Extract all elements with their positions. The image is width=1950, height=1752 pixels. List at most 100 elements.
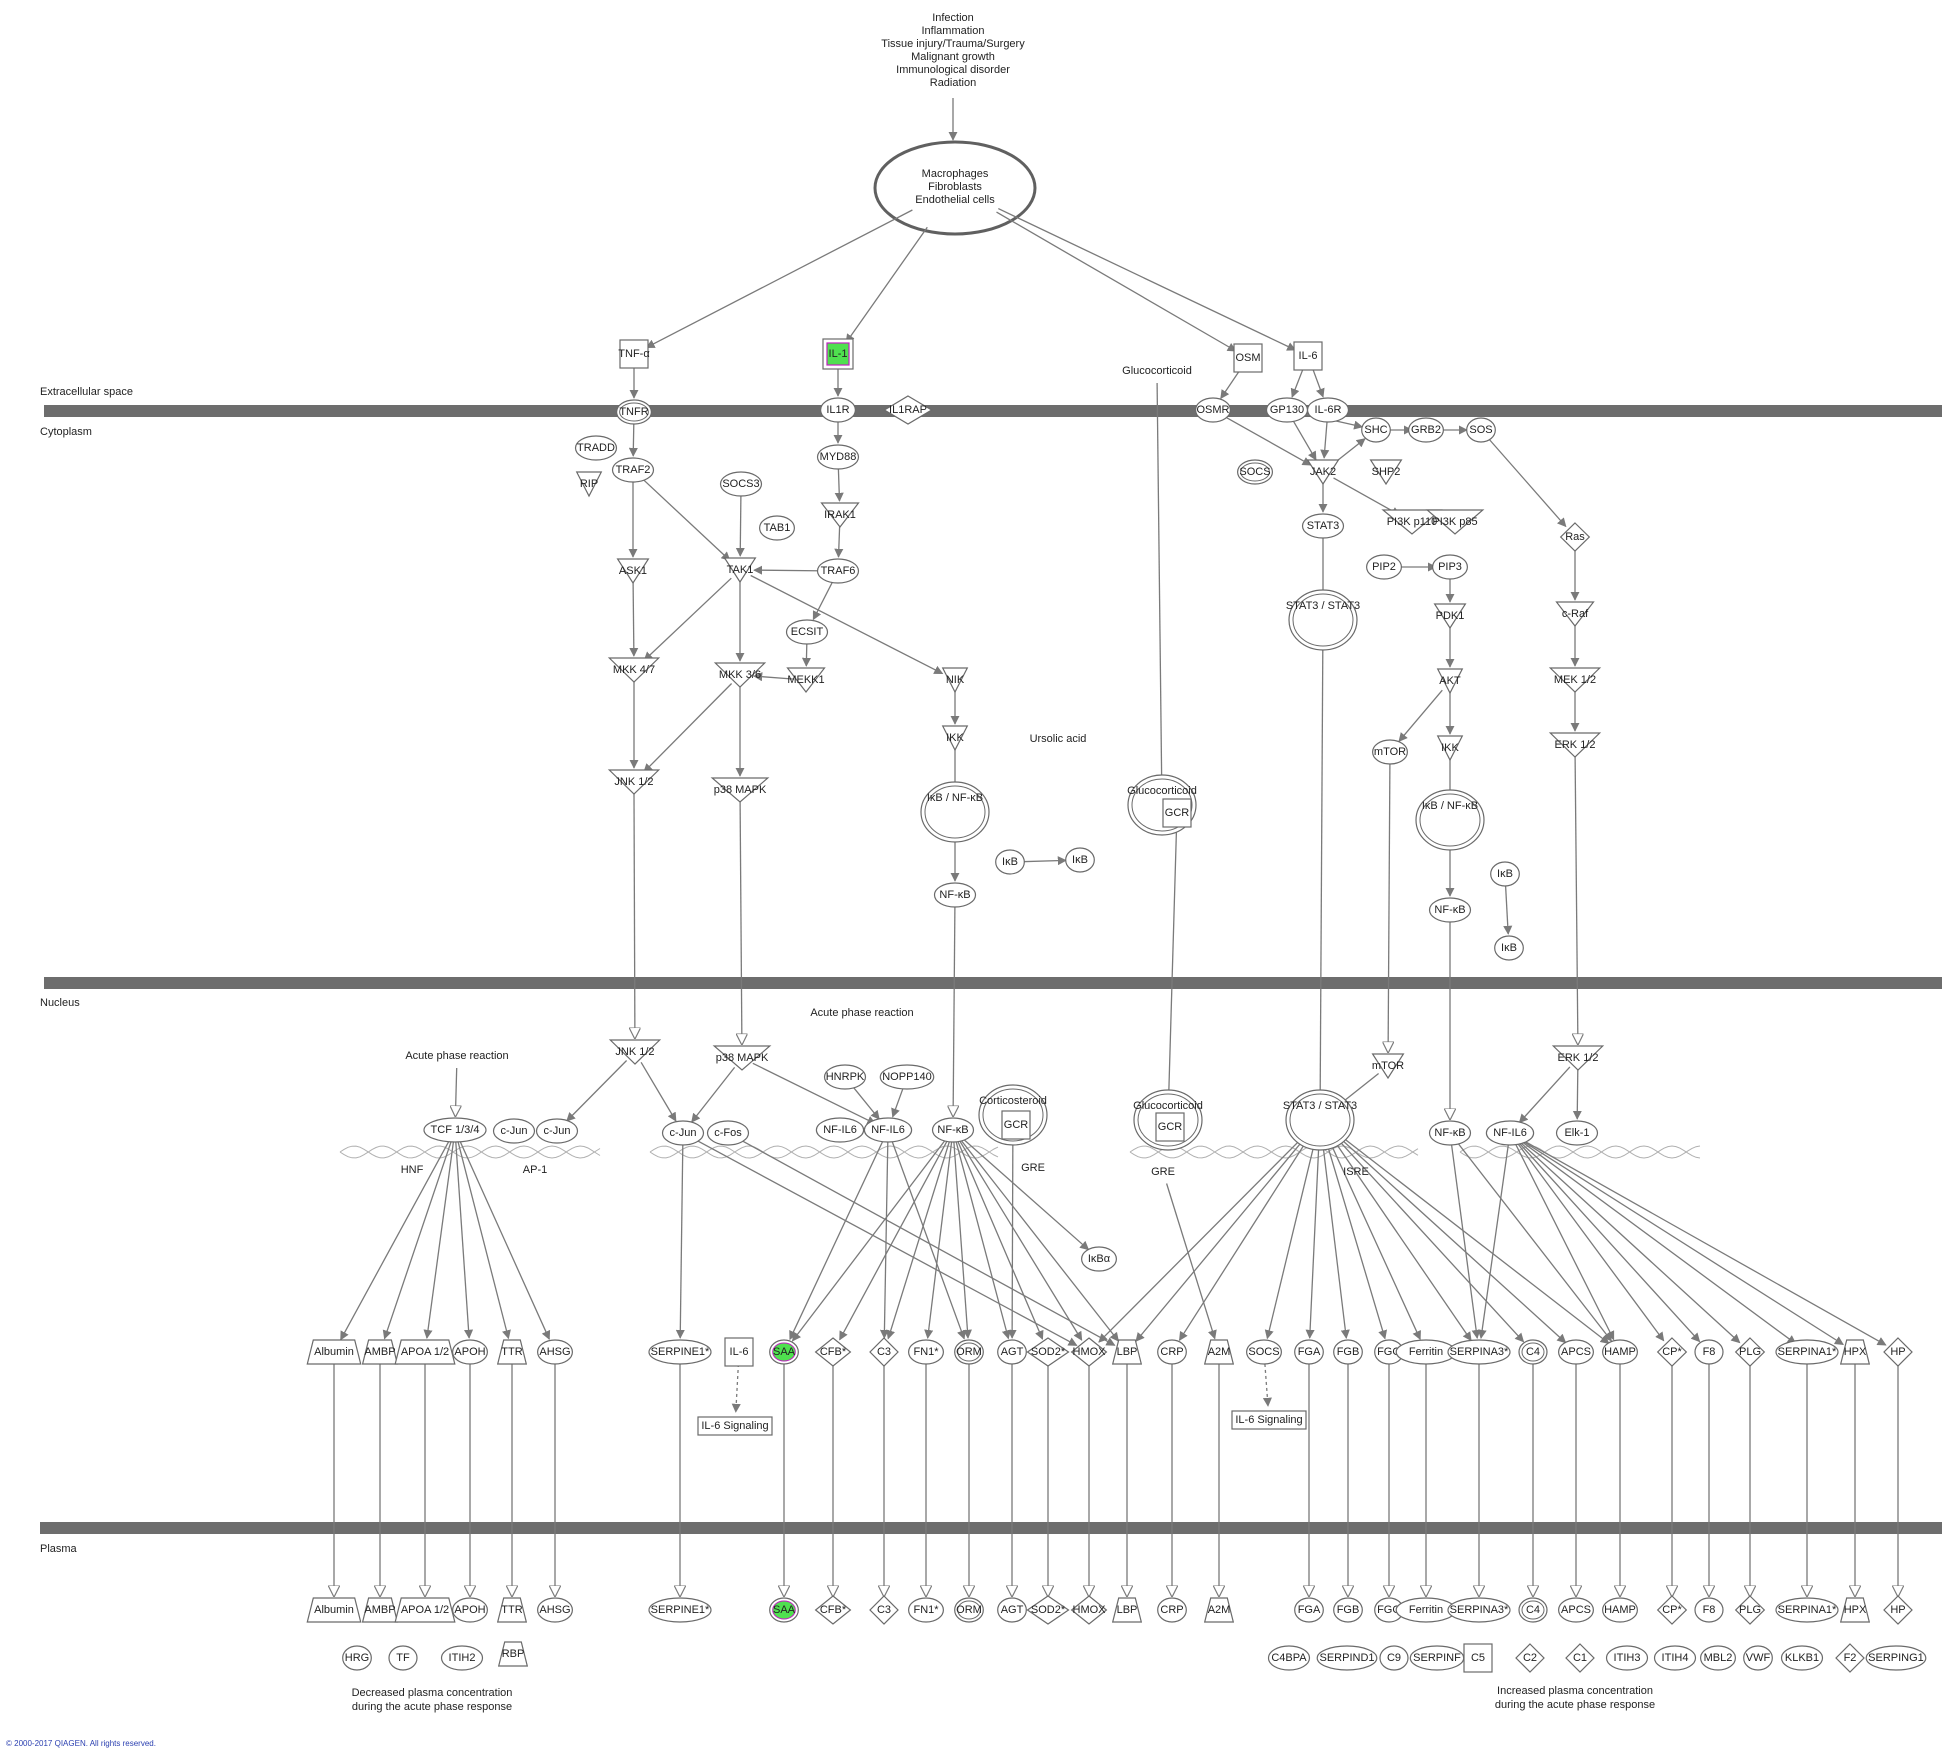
node-ikb-nfkb-left[interactable]: IκB / NF-κB bbox=[920, 781, 990, 843]
node-p-apoa[interactable]: APOA 1/2 bbox=[394, 1597, 456, 1623]
node-p-c9[interactable]: C9 bbox=[1379, 1645, 1409, 1671]
node-g-hpx[interactable]: HPX bbox=[1839, 1339, 1871, 1365]
node-ask1[interactable]: ASK1 bbox=[616, 558, 650, 585]
node-g-fn1[interactable]: FN1* bbox=[907, 1339, 944, 1365]
node-p-c5[interactable]: C5 bbox=[1463, 1643, 1493, 1673]
node-p-lbp[interactable]: LBP bbox=[1111, 1597, 1143, 1623]
node-tcf[interactable]: TCF 1/3/4 bbox=[423, 1117, 487, 1143]
node-gre-mid[interactable]: GRE bbox=[1021, 1162, 1045, 1174]
node-ras[interactable]: Ras bbox=[1559, 522, 1591, 552]
node-p-cfb[interactable]: CFB* bbox=[814, 1595, 852, 1625]
node-g-fgg[interactable]: FGG bbox=[1374, 1339, 1404, 1365]
node-g-orm[interactable]: ORM bbox=[954, 1339, 984, 1365]
node-stat3-dimer-cyto[interactable]: STAT3 / STAT3 bbox=[1286, 589, 1360, 651]
node-ikb-deg-left[interactable]: IκB bbox=[1065, 847, 1095, 873]
node-g-il6[interactable]: IL-6 bbox=[724, 1337, 754, 1367]
node-nopp140[interactable]: NOPP140 bbox=[879, 1064, 935, 1090]
node-gre-right[interactable]: GRE bbox=[1151, 1166, 1175, 1178]
node-pip2[interactable]: PIP2 bbox=[1365, 554, 1402, 580]
node-g-serpina1[interactable]: SERPINA1* bbox=[1775, 1339, 1839, 1365]
node-mek12[interactable]: MEK 1/2 bbox=[1548, 667, 1602, 693]
node-p-orm[interactable]: ORM bbox=[954, 1597, 984, 1623]
node-g-c3[interactable]: C3 bbox=[869, 1337, 899, 1367]
node-nfkb-nuc-left[interactable]: NF-κB bbox=[931, 1117, 975, 1143]
node-p-klkb1[interactable]: KLKB1 bbox=[1780, 1645, 1824, 1671]
node-nik[interactable]: NIK bbox=[941, 667, 969, 694]
node-akt[interactable]: AKT bbox=[1436, 668, 1464, 695]
node-g-apcs[interactable]: APCS bbox=[1557, 1339, 1594, 1365]
node-p-fgb[interactable]: FGB bbox=[1333, 1597, 1363, 1623]
node-pip3[interactable]: PIP3 bbox=[1431, 554, 1468, 580]
node-p-hmox[interactable]: HMOX bbox=[1070, 1595, 1108, 1625]
node-erk-nuc[interactable]: ERK 1/2 bbox=[1551, 1045, 1605, 1071]
node-gcr-cyto[interactable]: GCR bbox=[1162, 798, 1192, 828]
node-gp130[interactable]: GP130 bbox=[1265, 397, 1309, 423]
node-p38-nuc[interactable]: p38 MAPK bbox=[712, 1045, 772, 1071]
node-g-albumin[interactable]: Albumin bbox=[306, 1339, 362, 1365]
node-p38-cyto[interactable]: p38 MAPK bbox=[710, 777, 770, 803]
node-p-c3[interactable]: C3 bbox=[869, 1595, 899, 1625]
node-jak2[interactable]: JAK2 bbox=[1306, 459, 1340, 486]
node-ikb-deg-right[interactable]: IκB bbox=[1494, 935, 1524, 961]
node-rip[interactable]: RIP bbox=[575, 471, 603, 498]
node-nfil6-a[interactable]: NF-IL6 bbox=[815, 1117, 865, 1143]
node-pi3k-p110[interactable]: PI3K p110 bbox=[1381, 509, 1443, 535]
node-il6-signal-left[interactable]: IL-6 Signaling bbox=[697, 1416, 773, 1436]
node-g-agt[interactable]: AGT bbox=[997, 1339, 1027, 1365]
node-p-itih2[interactable]: ITIH2 bbox=[440, 1645, 484, 1671]
node-g-ambp[interactable]: AMBP bbox=[361, 1339, 399, 1365]
node-nfil6-right[interactable]: NF-IL6 bbox=[1485, 1120, 1535, 1146]
node-p-ahsg[interactable]: AHSG bbox=[536, 1597, 573, 1623]
node-il1rap[interactable]: IL1RAP bbox=[883, 395, 933, 425]
node-g-crp[interactable]: CRP bbox=[1157, 1339, 1187, 1365]
node-p-apoh[interactable]: APOH bbox=[452, 1597, 489, 1623]
node-p-crp[interactable]: CRP bbox=[1157, 1597, 1187, 1623]
node-p-f2[interactable]: F2 bbox=[1835, 1643, 1865, 1673]
node-ikk-left[interactable]: IKK bbox=[941, 725, 969, 752]
node-tradd[interactable]: TRADD bbox=[574, 435, 618, 461]
node-p-hamp[interactable]: HAMP bbox=[1601, 1597, 1638, 1623]
node-p-hrg[interactable]: HRG bbox=[342, 1645, 372, 1671]
node-g-a2m[interactable]: A2M bbox=[1203, 1339, 1235, 1365]
node-mtor-cyto[interactable]: mTOR bbox=[1371, 739, 1408, 765]
node-traf6[interactable]: TRAF6 bbox=[816, 558, 860, 584]
node-glucocorticoid-top[interactable]: Glucocorticoid bbox=[1122, 365, 1192, 377]
node-jnk-nuc[interactable]: JNK 1/2 bbox=[608, 1039, 662, 1065]
node-g-fga[interactable]: FGA bbox=[1294, 1339, 1324, 1365]
node-g-ttr[interactable]: TTR bbox=[496, 1339, 528, 1365]
node-ikba[interactable]: IκBα bbox=[1080, 1246, 1117, 1272]
node-g-f8[interactable]: F8 bbox=[1694, 1339, 1724, 1365]
node-stat3-cyto[interactable]: STAT3 bbox=[1301, 513, 1345, 539]
node-g-lbp[interactable]: LBP bbox=[1111, 1339, 1143, 1365]
node-p-agt[interactable]: AGT bbox=[997, 1597, 1027, 1623]
node-ecsit[interactable]: ECSIT bbox=[785, 619, 829, 645]
node-p-saa[interactable]: SAA bbox=[769, 1597, 799, 1623]
node-il1r[interactable]: IL1R bbox=[819, 397, 856, 423]
node-isre[interactable]: ISRE bbox=[1343, 1166, 1369, 1178]
node-cjun-3[interactable]: c-Jun bbox=[661, 1120, 705, 1146]
node-g-ferritin[interactable]: Ferritin bbox=[1395, 1339, 1457, 1365]
node-p-serpine1[interactable]: SERPINE1* bbox=[648, 1597, 712, 1623]
node-p-f8[interactable]: F8 bbox=[1694, 1597, 1724, 1623]
node-stat3-dimer-nuc[interactable]: STAT3 / STAT3 bbox=[1283, 1089, 1357, 1151]
node-nfil6-b[interactable]: NF-IL6 bbox=[863, 1117, 913, 1143]
node-p-ttr[interactable]: TTR bbox=[496, 1597, 528, 1623]
node-g-serpine1[interactable]: SERPINE1* bbox=[648, 1339, 712, 1365]
node-g-hp[interactable]: HP bbox=[1883, 1337, 1913, 1367]
node-pdk1[interactable]: PDK1 bbox=[1433, 603, 1467, 630]
node-cfos[interactable]: c-Fos bbox=[706, 1120, 750, 1146]
node-p-serping1[interactable]: SERPING1 bbox=[1865, 1645, 1927, 1671]
node-nfkb-nuc-right[interactable]: NF-κB bbox=[1428, 1120, 1472, 1146]
node-p-fn1[interactable]: FN1* bbox=[907, 1597, 944, 1623]
node-acute-mid[interactable]: Acute phase reaction bbox=[810, 1007, 913, 1019]
node-p-serpina1[interactable]: SERPINA1* bbox=[1775, 1597, 1839, 1623]
node-p-fgg[interactable]: FGG bbox=[1374, 1597, 1404, 1623]
node-p-c4[interactable]: C4 bbox=[1518, 1597, 1548, 1623]
node-nfkb-cyto-right[interactable]: NF-κB bbox=[1428, 897, 1472, 923]
node-tnfr[interactable]: TNFR bbox=[615, 399, 652, 425]
node-cjun-2[interactable]: c-Jun bbox=[535, 1118, 579, 1144]
node-ikb-p-left[interactable]: IκB bbox=[995, 849, 1025, 875]
node-shc[interactable]: SHC bbox=[1361, 417, 1391, 443]
node-p-fga[interactable]: FGA bbox=[1294, 1597, 1324, 1623]
node-g-hamp[interactable]: HAMP bbox=[1601, 1339, 1638, 1365]
